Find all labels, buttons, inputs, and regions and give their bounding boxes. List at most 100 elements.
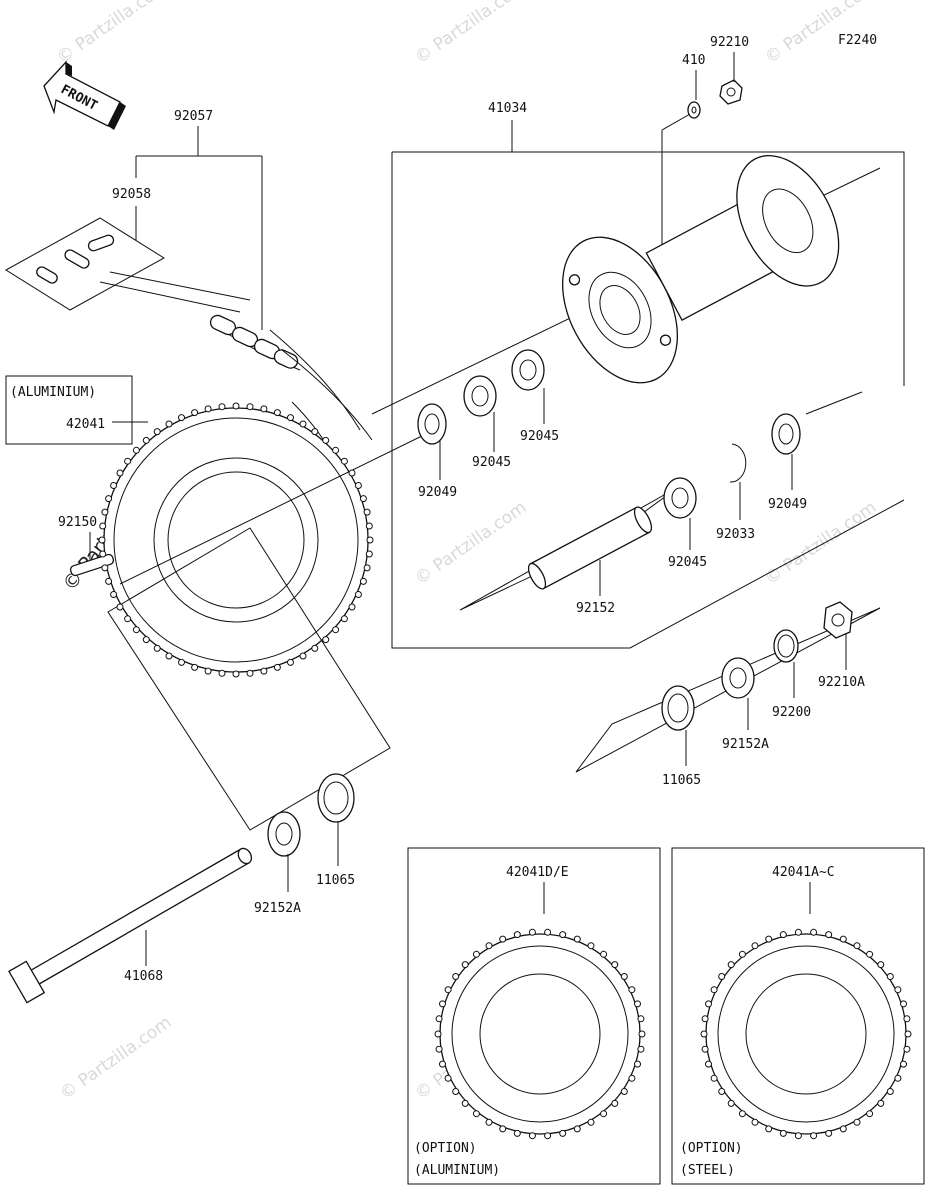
sprocket-tooth (132, 626, 140, 634)
sprocket-tooth (363, 564, 371, 572)
sprocket-tooth (153, 644, 161, 652)
sprocket-tooth (620, 1088, 628, 1095)
sprocket-tooth (246, 669, 254, 677)
sprocket-tooth (904, 1030, 912, 1038)
sprocket-tooth (165, 420, 173, 428)
sprocket-tooth (110, 591, 118, 598)
sprocket-tooth (218, 403, 226, 411)
sprocket-tooth (365, 550, 373, 558)
sprocket-tooth (587, 942, 595, 950)
sprocket-tooth (727, 1099, 735, 1107)
sprocket-tooth (600, 1110, 608, 1118)
sprocket-tooth (810, 1132, 818, 1140)
sprocket-tooth (499, 935, 507, 943)
sprocket-tooth (439, 1060, 446, 1068)
part-label: 92152A (722, 737, 769, 752)
sprocket-tooth (444, 986, 452, 994)
rear-sprocket-42041 (5, 375, 431, 831)
option-note: (STEEL) (680, 1163, 735, 1178)
sprocket-tooth (877, 961, 885, 969)
sprocket-tooth (751, 1118, 759, 1126)
watermark: © Partzilla.com (411, 497, 530, 589)
part-labels: 92057 92058 (ALUMINIUM) 42041 92150 4103… (10, 35, 865, 1178)
sprocket-tooth (322, 436, 330, 444)
option-note: (ALUMINIUM) (414, 1163, 500, 1178)
sprocket-tooth (637, 1045, 645, 1053)
sprocket-tooth (634, 1060, 641, 1068)
sprocket-tooth (153, 428, 161, 436)
sprocket-tooth (794, 928, 802, 936)
sprocket-tooth (359, 495, 367, 503)
part-label: 11065 (662, 773, 701, 788)
sprocket-tooth (452, 973, 460, 980)
sprocket-tooth (116, 603, 124, 611)
sprocket-tooth (178, 658, 185, 666)
sprocket-tooth (710, 1074, 718, 1082)
part-label: 92150 (58, 515, 97, 530)
sprocket-tooth (287, 414, 294, 422)
sprocket-tooth (98, 536, 106, 544)
sprocket-tooth (461, 961, 469, 969)
option-box-aluminium (407, 847, 661, 1185)
sprocket-tooth (573, 1125, 581, 1133)
axle-hardware-right (575, 601, 881, 773)
sprocket-tooth (894, 986, 902, 994)
sprocket-tooth (794, 1132, 802, 1140)
part-label: 92152 (576, 601, 615, 616)
sprocket-tooth (485, 942, 493, 950)
sprocket-tooth (839, 1125, 847, 1133)
sprocket-tooth (340, 615, 348, 623)
sprocket-tooth (365, 522, 373, 530)
sprocket-tooth (513, 1129, 521, 1137)
sprocket-tooth (273, 409, 281, 417)
sprocket-tooth (232, 402, 240, 410)
part-label: 92152A (254, 901, 301, 916)
sprocket-tooth (528, 928, 536, 936)
sprocket-tooth (366, 536, 374, 544)
sprocket-tooth (894, 1074, 902, 1082)
sprocket-tooth (718, 973, 726, 980)
sprocket-tooth (332, 626, 340, 634)
part-label: 92033 (716, 527, 755, 542)
sprocket-tooth (485, 1118, 493, 1126)
option-note: (OPTION) (414, 1141, 477, 1156)
sprocket-teeth (98, 402, 912, 1140)
sprocket-tooth (738, 950, 746, 958)
sprocket-tooth (204, 405, 212, 413)
sprocket-tooth (765, 1125, 773, 1133)
sprocket-tooth (348, 603, 356, 611)
option-note: (OPTION) (680, 1141, 743, 1156)
sprocket-tooth (191, 663, 199, 671)
bolt-92150 (69, 532, 115, 577)
sprocket-tooth (559, 1129, 567, 1137)
sprocket-tooth (348, 469, 356, 477)
part-label: 42041 (66, 417, 105, 432)
sprocket-tooth (435, 1015, 443, 1023)
sprocket-tooth (701, 1045, 709, 1053)
sprocket-tooth (260, 405, 268, 413)
sprocket-tooth (142, 636, 150, 644)
sprocket-tooth (751, 942, 759, 950)
sprocket-tooth (853, 942, 861, 950)
sprocket-tooth (191, 409, 199, 417)
sprocket-tooth (124, 615, 132, 623)
sprocket-tooth (705, 1060, 712, 1068)
sprocket-tooth (260, 667, 268, 675)
sprocket-tooth (738, 1110, 746, 1118)
sprocket-tooth (718, 1088, 726, 1095)
sprocket-tooth (322, 636, 330, 644)
sprocket-tooth (299, 652, 307, 660)
part-label: 92045 (472, 455, 511, 470)
sprocket-tooth (700, 1030, 708, 1038)
sprocket-tooth (611, 1099, 619, 1107)
sprocket-tooth (513, 931, 521, 939)
sprocket-tooth (810, 928, 818, 936)
hardware-410-92210 (687, 52, 743, 119)
sprocket-tooth (900, 1000, 907, 1008)
part-label: 92057 (174, 109, 213, 124)
sprocket-tooth (611, 961, 619, 969)
sprocket-tooth (825, 1129, 833, 1137)
bearings-and-seals (417, 349, 801, 596)
part-label: 41068 (124, 969, 163, 984)
